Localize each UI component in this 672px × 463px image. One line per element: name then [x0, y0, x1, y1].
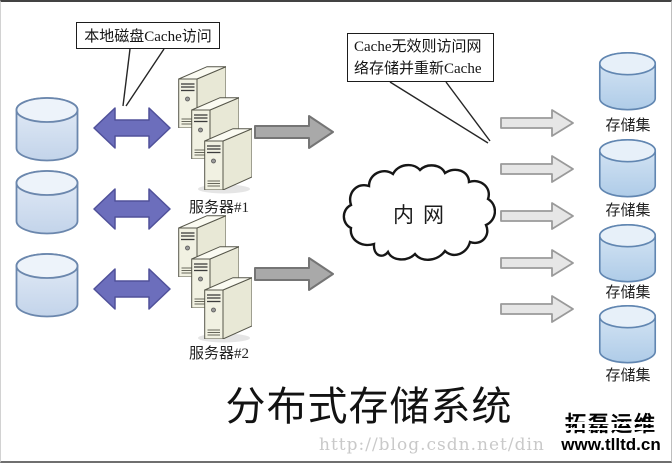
storage-cylinder-icon — [596, 138, 659, 198]
double-arrow-icon — [93, 267, 171, 311]
storage-set-label: 存储集 — [605, 118, 651, 134]
double-arrow-icon — [93, 106, 171, 150]
local-disk-cylinder-icon — [15, 169, 79, 235]
diagram-title: 分布式存储系统 — [225, 384, 513, 429]
watermark-url: http://blog.csdn.net/din — [319, 435, 545, 455]
server1-label: 服务器#1 — [188, 200, 249, 216]
brand-stripe-decoration — [554, 422, 668, 424]
brand-logo: 拓磊运维 www.tlltd.cn — [552, 413, 670, 455]
double-arrow-icon — [93, 187, 171, 231]
callout-network-cache-line1: Cache无效则访问网 — [354, 39, 482, 55]
arrow-right-icon — [500, 248, 574, 278]
brand-site: www.tlltd.cn — [561, 435, 661, 455]
arrow-right-icon — [254, 114, 334, 150]
storage-cylinder-icon — [596, 51, 659, 111]
cloud-label: 内网 — [393, 202, 453, 227]
brand-name: 拓磊运维 — [552, 413, 670, 436]
storage-cylinder-icon — [596, 304, 659, 364]
storage-cylinder-icon — [596, 223, 659, 283]
server-tower-stack-icon — [178, 215, 252, 343]
callout-network-cache: Cache无效则访问网 络存储并重新Cache — [347, 33, 494, 82]
storage-set-label: 存储集 — [605, 285, 651, 301]
server-tower-stack-icon — [178, 66, 252, 194]
callout-local-cache-text: 本地磁盘Cache访问 — [84, 29, 212, 45]
arrow-right-icon — [500, 294, 574, 324]
arrow-right-icon — [500, 108, 574, 138]
local-disk-cylinder-icon — [15, 252, 79, 318]
server2-label: 服务器#2 — [188, 346, 249, 362]
storage-set-label: 存储集 — [605, 368, 651, 384]
arrow-right-icon — [254, 256, 334, 292]
callout-network-cache-line2: 络存储并重新Cache — [354, 61, 482, 77]
storage-set-label: 存储集 — [605, 203, 651, 219]
callout-local-cache: 本地磁盘Cache访问 — [76, 22, 220, 49]
arrow-right-icon — [500, 201, 574, 231]
brand-stripe-decoration — [554, 428, 668, 430]
arrow-right-icon — [500, 154, 574, 184]
local-disk-cylinder-icon — [15, 96, 79, 162]
